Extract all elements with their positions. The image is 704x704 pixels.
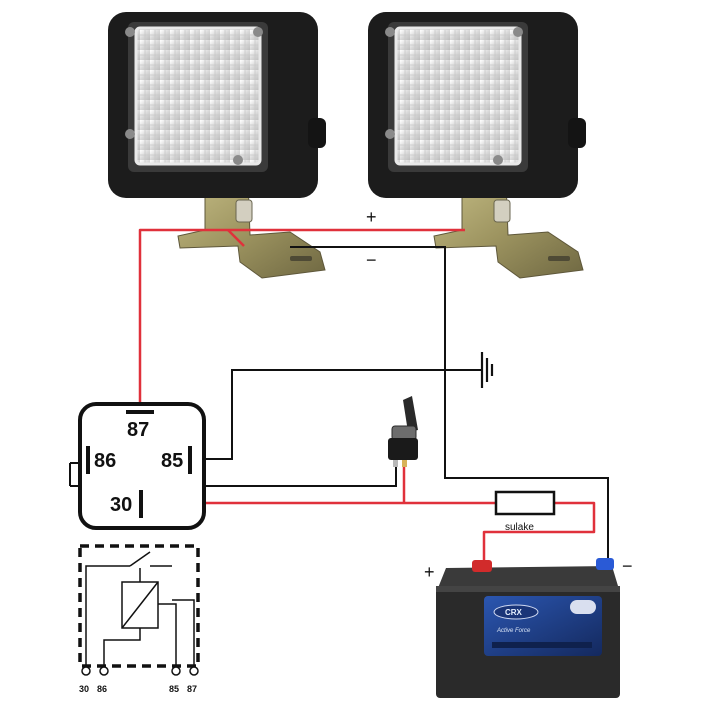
battery-negative-label: − xyxy=(622,556,633,576)
relay-schematic xyxy=(78,544,200,668)
fuse-label: sulake xyxy=(505,522,534,533)
work-lamp-right xyxy=(368,12,586,279)
fuse-body xyxy=(494,490,556,516)
fuse: sulake xyxy=(494,490,556,533)
relay-pin-86-label: 86 xyxy=(94,450,116,472)
lamp-bracket-left xyxy=(177,179,326,279)
schematic-pin-85-label: 85 xyxy=(169,684,179,694)
work-lamp-left xyxy=(108,12,326,279)
battery-brand: CRX xyxy=(505,608,523,617)
schematic-pin-86-label: 86 xyxy=(97,684,107,694)
schematic-pin-30-label: 30 xyxy=(79,684,89,694)
relay-pin-30-label: 30 xyxy=(110,494,132,516)
toggle-switch xyxy=(388,396,418,467)
schematic-pin-87-label: 87 xyxy=(187,684,197,694)
positive-wires xyxy=(138,228,596,567)
lamp-housing-right xyxy=(368,12,586,198)
wire-lamps-negative xyxy=(290,246,609,560)
wire-lamps-positive xyxy=(138,228,465,404)
battery-model: Active Force xyxy=(496,628,531,634)
wire-lamp-left-positive-stub xyxy=(227,229,245,247)
battery-positive-label: + xyxy=(424,562,435,582)
wire-85-to-ground xyxy=(190,369,482,460)
relay-schematic-terminals xyxy=(81,666,199,676)
battery-terminal-positive xyxy=(472,560,492,572)
battery-terminal-negative xyxy=(596,558,614,570)
relay: 87 86 85 30 xyxy=(78,402,206,530)
lamp-housing-left xyxy=(108,12,326,198)
relay-pin-85-label: 85 xyxy=(161,450,183,472)
relay-pin-87-label: 87 xyxy=(127,419,149,441)
battery: CRX Active Force xyxy=(436,558,620,698)
lamp-bracket-right xyxy=(433,179,584,279)
lamp-negative-label: − xyxy=(366,250,377,270)
lamp-positive-label: + xyxy=(366,207,377,227)
relay-body xyxy=(78,402,206,530)
wire-fuse-to-battery xyxy=(482,501,596,567)
ground-symbol xyxy=(480,352,494,388)
